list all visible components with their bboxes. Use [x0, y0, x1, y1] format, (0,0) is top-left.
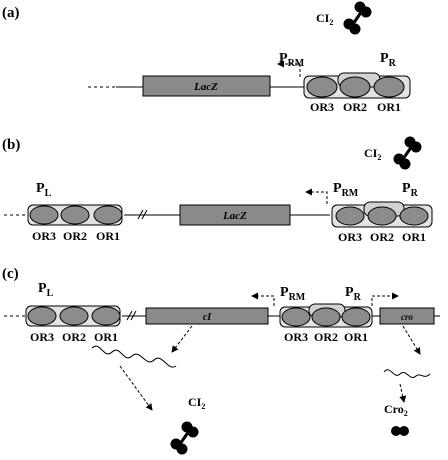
- pr-label: PR: [402, 181, 419, 199]
- translation-arrow-ci: [119, 365, 153, 411]
- operator-cluster-right-c: [279, 303, 373, 328]
- or2-label: OR2: [343, 100, 367, 114]
- lacz-gene-box: [179, 204, 291, 226]
- or1-label: OR1: [344, 330, 368, 344]
- panel-b-label: (b): [2, 137, 20, 153]
- prm-arrow: [305, 188, 328, 204]
- panel-a: (a) CI2 LacZ PRM PR OR3 OR2 OR1: [2, 1, 411, 114]
- cro2-dimer-icon: [391, 426, 409, 436]
- ci2-label-b: CI2: [364, 146, 381, 162]
- pl-label: PL: [36, 181, 52, 199]
- pr-label: PR: [380, 51, 397, 69]
- prm-label: PRM: [279, 51, 305, 69]
- ci2-dimer-icon: [170, 421, 199, 455]
- dna-break-mark: [141, 209, 148, 220]
- lacz-label: LacZ: [222, 210, 247, 222]
- transcription-arrow-cro: [402, 325, 421, 355]
- panel-c: (c) PL OR3 OR2 OR1 cI PRM PR: [2, 266, 440, 455]
- or3-site: [306, 76, 338, 98]
- ci-mrna-wave: [91, 345, 177, 368]
- left-or3-label: OR3: [30, 330, 54, 344]
- or3-label: OR3: [338, 230, 362, 244]
- pr-label: PR: [345, 285, 362, 303]
- or3-label: OR3: [310, 100, 334, 114]
- left-or2-label: OR2: [62, 330, 86, 344]
- panel-c-label: (c): [2, 266, 19, 282]
- or1-site: [373, 76, 405, 98]
- lacz-label: LacZ: [193, 81, 218, 93]
- ci2-label-a: CI2: [316, 11, 333, 27]
- or2-label: OR2: [314, 330, 338, 344]
- translation-arrow-cro: [399, 383, 407, 403]
- ci-gene-label: cI: [203, 312, 212, 323]
- cro-gene-label: cro: [401, 312, 413, 322]
- cro-gene-box: [379, 307, 435, 325]
- dna-break-mark: [130, 310, 137, 321]
- operator-cluster-right-a: [303, 72, 411, 99]
- or2-label: OR2: [370, 230, 394, 244]
- operator-cluster-left-c: [25, 305, 121, 327]
- prm-arrow: [277, 60, 301, 77]
- dna-break-mark: [137, 209, 144, 220]
- left-or1-label: OR1: [96, 229, 120, 243]
- ci2-dimer-icon: [393, 136, 422, 170]
- or2-site: [339, 76, 371, 98]
- ci2-product-label: CI2: [188, 395, 205, 411]
- panel-b: (b) CI2 PL OR3 OR2 OR1 LacZ: [2, 136, 433, 244]
- prm-label: PRM: [333, 181, 359, 199]
- dna-break-mark: [126, 310, 133, 321]
- lacz-gene-box: [142, 75, 271, 97]
- left-or2-label: OR2: [63, 229, 87, 243]
- pr-arrow: [371, 292, 399, 306]
- ci-gene-box: [145, 307, 269, 325]
- prm-arrow: [251, 292, 275, 306]
- or1-label: OR1: [377, 100, 401, 114]
- pl-label: PL: [38, 281, 54, 299]
- or1-label: OR1: [402, 230, 426, 244]
- or3-label: OR3: [284, 330, 308, 344]
- panel-a-label: (a): [2, 5, 20, 21]
- transcription-arrow-ci: [171, 325, 193, 353]
- left-or3-label: OR3: [32, 229, 56, 243]
- cro-mrna-wave: [383, 369, 431, 378]
- operator-cluster-right-b: [331, 201, 433, 228]
- prm-label: PRM: [280, 285, 306, 303]
- operator-cluster-left-b: [27, 204, 123, 226]
- left-or1-label: OR1: [94, 330, 118, 344]
- cro2-product-label: Cro2: [384, 402, 408, 418]
- ci2-dimer-icon: [343, 1, 372, 35]
